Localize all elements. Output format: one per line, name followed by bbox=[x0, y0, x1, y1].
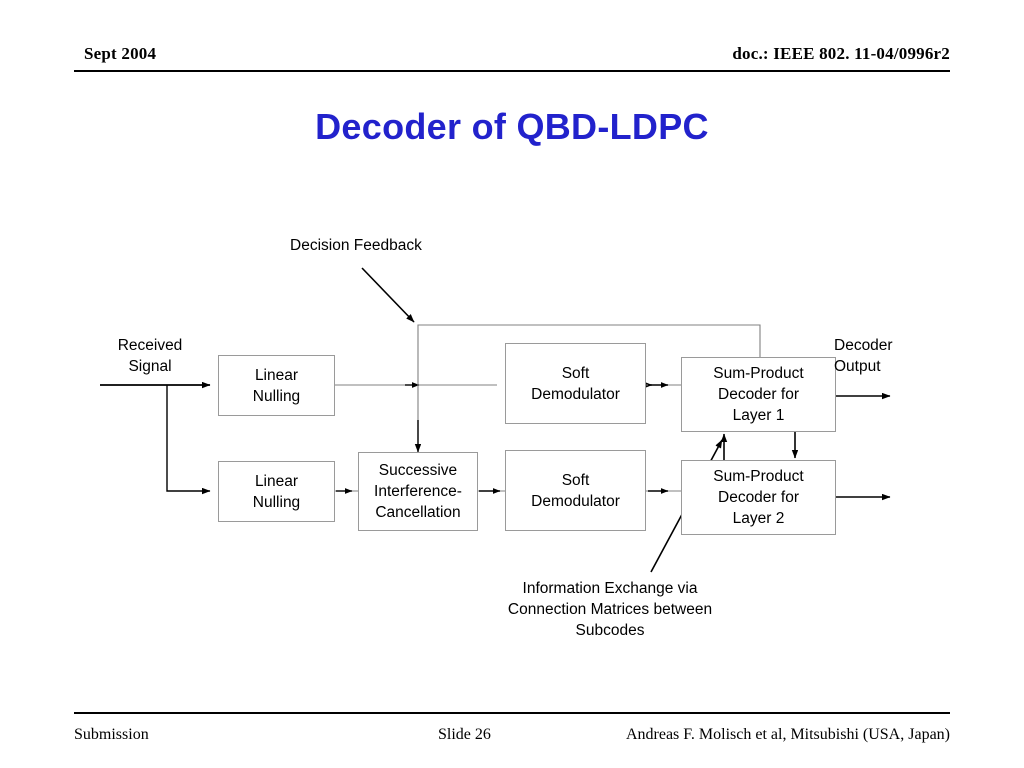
footer-authors: Andreas F. Molisch et al, Mitsubishi (US… bbox=[625, 726, 950, 743]
header-divider bbox=[74, 70, 950, 72]
footer-submission-label: Submission bbox=[74, 726, 149, 743]
footer-slide-number: Slide 26 bbox=[438, 726, 491, 743]
footer-divider bbox=[74, 712, 950, 714]
block-soft-demodulator-1[interactable]: Soft Demodulator bbox=[505, 343, 646, 424]
label-decision-feedback: Decision Feedback bbox=[290, 237, 422, 254]
label-decoder-output: Decoder Output bbox=[834, 337, 893, 375]
block-linear-nulling-1[interactable]: Linear Nulling bbox=[218, 355, 335, 416]
label-information-exchange: Information Exchange via Connection Matr… bbox=[507, 580, 713, 639]
header-document-id: doc.: IEEE 802. 11-04/0996r2 bbox=[732, 44, 950, 63]
slide-footer: Submission Slide 26 Andreas F. Molisch e… bbox=[74, 712, 950, 758]
arrow-decision-feedback-callout bbox=[361, 267, 415, 323]
block-soft-demodulator-2[interactable]: Soft Demodulator bbox=[505, 450, 646, 531]
header-date: Sept 2004 bbox=[84, 44, 157, 63]
block-sum-product-decoder-layer-1[interactable]: Sum-Product Decoder for Layer 1 bbox=[681, 357, 836, 432]
label-received-signal: Received Signal bbox=[117, 337, 183, 375]
page-title: Decoder of QBD-LDPC bbox=[315, 106, 709, 147]
block-successive-interference-cancellation[interactable]: Successive Interference- Cancellation bbox=[358, 452, 478, 531]
arrow-received-signal-branch bbox=[166, 385, 211, 495]
block-sum-product-decoder-layer-2[interactable]: Sum-Product Decoder for Layer 2 bbox=[681, 460, 836, 535]
line-decision-feedback bbox=[417, 324, 761, 444]
block-linear-nulling-2[interactable]: Linear Nulling bbox=[218, 461, 335, 522]
slide-header: Sept 2004 doc.: IEEE 802. 11-04/0996r2 bbox=[74, 44, 950, 74]
